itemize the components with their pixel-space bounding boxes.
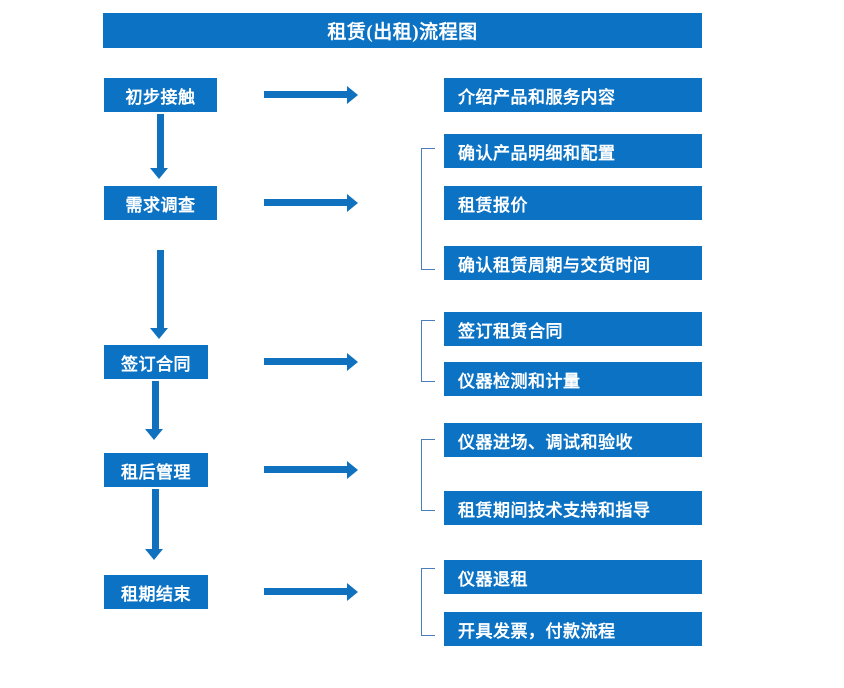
detail-box-仪器退租[interactable]: 仪器退租: [444, 560, 702, 594]
group-bracket-5: [421, 568, 435, 636]
group-bracket-4: [421, 439, 435, 511]
detail-box-介绍产品和服务内容[interactable]: 介绍产品和服务内容: [444, 78, 702, 112]
detail-box-仪器进场调试和验收[interactable]: 仪器进场、调试和验收: [444, 423, 702, 457]
group-bracket-2: [421, 148, 435, 270]
group-bracket-3: [421, 320, 435, 382]
stage-box-签订合同[interactable]: 签订合同: [104, 345, 208, 379]
detail-box-租赁期间技术支持和指导[interactable]: 租赁期间技术支持和指导: [444, 491, 702, 525]
detail-box-确认租赁周期与交货时间[interactable]: 确认租赁周期与交货时间: [444, 246, 702, 280]
detail-box-仪器检测和计量[interactable]: 仪器检测和计量: [444, 362, 702, 396]
link-arrow-right-5-shaft: [264, 588, 349, 595]
flow-arrow-down-1-shaft: [157, 114, 164, 170]
flow-arrow-down-4-shaft: [152, 489, 159, 551]
stage-box-需求调查[interactable]: 需求调查: [104, 186, 217, 220]
flow-arrow-down-3-shaft: [152, 381, 159, 431]
link-arrow-right-1-shaft: [264, 91, 349, 98]
flow-arrow-down-2-shaft: [157, 250, 164, 330]
link-arrow-right-4-head: [347, 461, 358, 479]
link-arrow-right-1-head: [347, 86, 358, 104]
link-arrow-right-5-head: [347, 583, 358, 601]
stage-box-租期结束[interactable]: 租期结束: [104, 575, 208, 609]
link-arrow-right-3-shaft: [264, 358, 349, 365]
detail-box-租赁报价[interactable]: 租赁报价: [444, 186, 702, 220]
diagram-title: 租赁(出租)流程图: [103, 13, 702, 48]
stage-box-租后管理[interactable]: 租后管理: [104, 453, 208, 487]
detail-box-签订租赁合同[interactable]: 签订租赁合同: [444, 312, 702, 346]
detail-box-开具发票付款流程[interactable]: 开具发票，付款流程: [444, 612, 702, 646]
link-arrow-right-3-head: [347, 353, 358, 371]
link-arrow-right-2-head: [347, 194, 358, 212]
flow-arrow-down-2-head: [150, 328, 168, 339]
flow-arrow-down-1-head: [150, 168, 168, 179]
link-arrow-right-4-shaft: [264, 466, 349, 473]
link-arrow-right-2-shaft: [264, 199, 349, 206]
flow-arrow-down-3-head: [145, 429, 163, 440]
stage-box-初步接触[interactable]: 初步接触: [104, 78, 217, 112]
detail-box-确认产品明细和配置[interactable]: 确认产品明细和配置: [444, 134, 702, 168]
flow-arrow-down-4-head: [145, 549, 163, 560]
